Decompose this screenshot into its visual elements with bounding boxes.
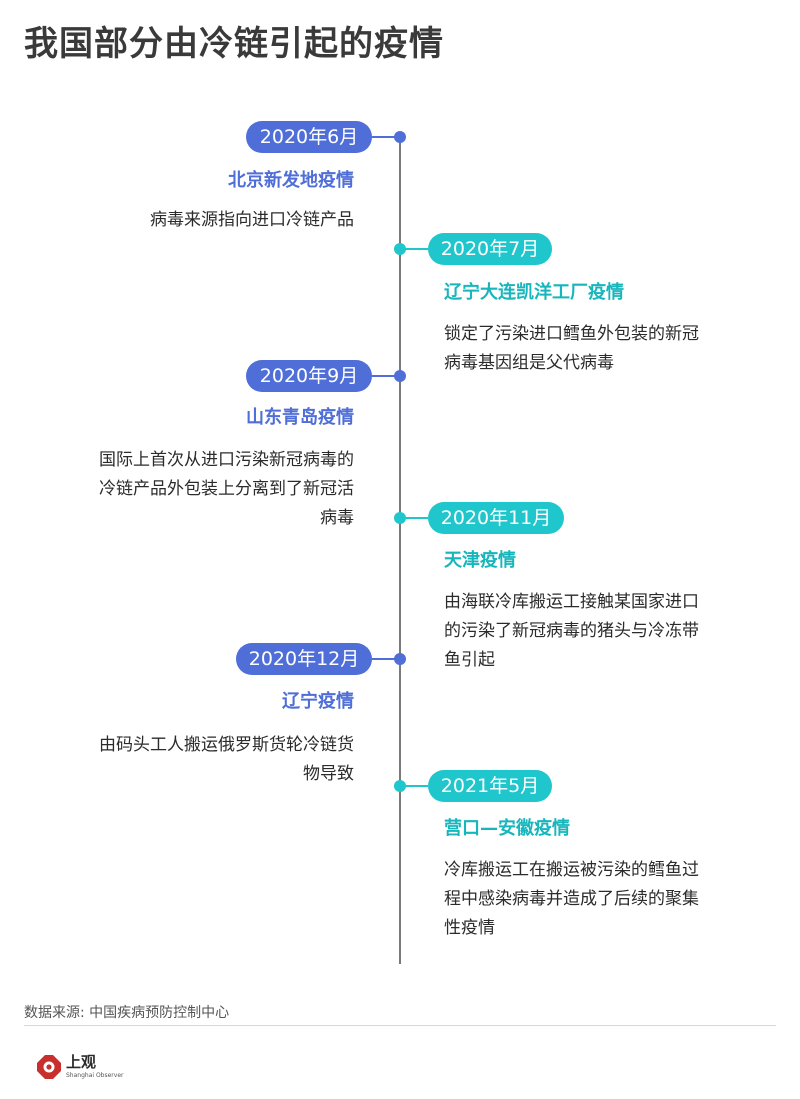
- event-description-line: 由码头工人搬运俄罗斯货轮冷链货: [99, 735, 354, 755]
- event-date-pill: 2020年7月: [428, 233, 552, 265]
- timeline-connector: [404, 248, 428, 250]
- event-description-line: 国际上首次从进口污染新冠病毒的: [99, 450, 354, 470]
- event-description-line: 鱼引起: [444, 650, 495, 670]
- event-description: 由码头工人搬运俄罗斯货轮冷链货 物导致: [44, 731, 354, 789]
- logo-subtitle: Shanghai Observer: [66, 1072, 124, 1079]
- shanghai-observer-logo: 上观 Shanghai Observer: [36, 1052, 123, 1084]
- timeline-connector: [372, 136, 396, 138]
- event-description: 病毒来源指向进口冷链产品: [44, 206, 354, 235]
- event-description-line: 物导致: [303, 764, 354, 784]
- timeline-connector: [404, 517, 428, 519]
- data-source-note: 数据来源: 中国疾病预防控制中心: [24, 1005, 230, 1021]
- timeline-dot: [394, 243, 406, 255]
- timeline-dot: [394, 653, 406, 665]
- page-title: 我国部分由冷链引起的疫情: [24, 24, 444, 64]
- event-description-line: 病毒来源指向进口冷链产品: [150, 210, 354, 230]
- event-date-pill: 2021年5月: [428, 770, 552, 802]
- shanghai-observer-logo-icon: [37, 1055, 61, 1079]
- footer-divider: [24, 1025, 776, 1026]
- event-description-line: 锁定了污染进口鳕鱼外包装的新冠: [444, 324, 699, 344]
- event-date-pill: 2020年11月: [428, 502, 564, 534]
- timeline-connector: [372, 658, 396, 660]
- event-description: 国际上首次从进口污染新冠病毒的 冷链产品外包装上分离到了新冠活 病毒: [44, 446, 354, 533]
- timeline-axis: [399, 134, 401, 964]
- event-description-line: 冷链产品外包装上分离到了新冠活: [99, 479, 354, 499]
- event-description: 锁定了污染进口鳕鱼外包装的新冠 病毒基因组是父代病毒: [444, 320, 744, 378]
- event-title: 北京新发地疫情: [228, 170, 354, 191]
- event-description: 由海联冷库搬运工接触某国家进口 的污染了新冠病毒的猪头与冷冻带 鱼引起: [444, 588, 744, 675]
- event-description-line: 的污染了新冠病毒的猪头与冷冻带: [444, 621, 699, 641]
- timeline-dot: [394, 780, 406, 792]
- timeline-dot: [394, 131, 406, 143]
- event-date-pill: 2020年12月: [236, 643, 372, 675]
- event-title: 辽宁大连凯洋工厂疫情: [444, 282, 624, 303]
- event-date-pill: 2020年9月: [246, 360, 372, 392]
- event-description-line: 病毒: [320, 508, 354, 528]
- event-description-line: 冷库搬运工在搬运被污染的鳕鱼过: [444, 860, 699, 880]
- logo-name: 上观: [66, 1053, 97, 1071]
- event-description-line: 性疫情: [444, 918, 495, 938]
- event-title: 山东青岛疫情: [246, 407, 354, 428]
- timeline-connector: [404, 785, 428, 787]
- event-description-line: 由海联冷库搬运工接触某国家进口: [444, 592, 699, 612]
- timeline-connector: [372, 375, 396, 377]
- event-title: 辽宁疫情: [282, 691, 354, 712]
- event-description-line: 病毒基因组是父代病毒: [444, 353, 614, 373]
- timeline-dot: [394, 512, 406, 524]
- event-description: 冷库搬运工在搬运被污染的鳕鱼过 程中感染病毒并造成了后续的聚集 性疫情: [444, 856, 744, 943]
- event-description-line: 程中感染病毒并造成了后续的聚集: [444, 889, 699, 909]
- timeline-dot: [394, 370, 406, 382]
- event-title: 天津疫情: [444, 550, 516, 571]
- event-date-pill: 2020年6月: [246, 121, 372, 153]
- event-title: 营口—安徽疫情: [444, 818, 570, 839]
